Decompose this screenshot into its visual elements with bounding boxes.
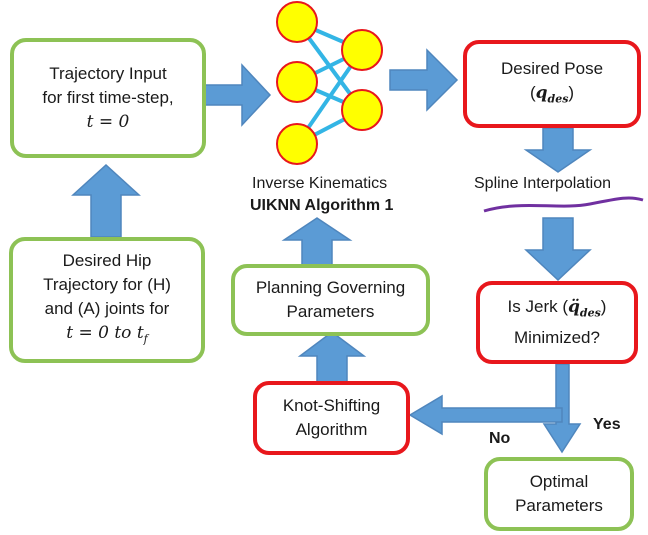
knot-shifting-line2: Algorithm xyxy=(295,420,368,439)
trajectory-input-line1: Trajectory Input xyxy=(49,64,167,83)
desired-hip-math: t = 0 to tf xyxy=(66,321,147,351)
nn-output-node-1 xyxy=(341,29,383,71)
desired-hip-box: Desired Hip Trajectory for (H) and (A) j… xyxy=(9,237,205,363)
jerk-math-sub: des xyxy=(579,306,601,320)
optimal-line1: Optimal xyxy=(529,472,589,491)
desired-hip-math-main: t = 0 to t xyxy=(66,322,144,343)
arrow-branch-to-knot xyxy=(408,394,563,436)
planning-parameters-box: Planning Governing Parameters xyxy=(231,264,430,336)
uiknn-algorithm-label: UIKNN Algorithm 1 xyxy=(250,197,394,214)
arrow-spline-to-jerk xyxy=(524,217,592,282)
planning-line2: Parameters xyxy=(286,302,375,321)
arrow-input-to-nn xyxy=(204,63,272,127)
arrow-planning-to-nn xyxy=(281,217,353,267)
desired-hip-line3: and (A) joints for xyxy=(44,298,170,318)
no-label: No xyxy=(489,430,511,447)
arrow-pose-to-spline xyxy=(523,127,593,173)
jerk-minimized-box: Is Jerk (q̈des) Minimized? xyxy=(476,281,638,364)
optimal-line2: Parameters xyxy=(515,496,603,515)
jerk-line1-post: ) xyxy=(600,297,607,317)
knot-shifting-line1: Knot-Shifting xyxy=(282,396,381,415)
jerk-line1: Is Jerk (q̈des) xyxy=(508,295,607,325)
optimal-parameters-box: Optimal Parameters xyxy=(484,457,634,531)
nn-input-node-1 xyxy=(276,1,318,43)
desired-pose-sub: des xyxy=(547,92,569,106)
desired-pose-box: Desired Pose (qdes) xyxy=(463,40,641,128)
arrow-nn-to-pose xyxy=(389,48,459,112)
arrow-hip-to-input xyxy=(71,163,141,238)
planning-line1: Planning Governing xyxy=(255,278,406,297)
nn-input-node-2 xyxy=(276,61,318,103)
trajectory-input-box: Trajectory Input for first time-step, t … xyxy=(10,38,206,158)
trajectory-input-math: t = 0 xyxy=(86,112,130,132)
nn-output-node-2 xyxy=(341,89,383,131)
jerk-line2: Minimized? xyxy=(514,327,600,347)
spline-interpolation-label: Spline Interpolation xyxy=(474,175,611,192)
knot-shifting-box: Knot-Shifting Algorithm xyxy=(253,381,410,455)
spline-curve xyxy=(483,196,644,213)
desired-hip-line2: Trajectory for (H) xyxy=(43,274,171,294)
nn-input-node-3 xyxy=(276,123,318,165)
desired-pose-line1: Desired Pose xyxy=(500,58,604,78)
desired-pose-math: (qdes) xyxy=(529,82,575,106)
trajectory-input-line2: for first time-step, xyxy=(42,88,174,107)
jerk-line1-pre: Is Jerk ( xyxy=(507,297,568,317)
desired-hip-line1: Desired Hip xyxy=(62,250,152,270)
jerk-math: q̈ xyxy=(568,297,580,318)
inverse-kinematics-label: Inverse Kinematics xyxy=(252,175,388,192)
desired-hip-math-sub: f xyxy=(143,332,148,346)
arrow-knot-to-planning xyxy=(297,331,367,384)
desired-pose-q: q xyxy=(535,82,548,103)
yes-label: Yes xyxy=(593,416,621,433)
neural-net-nodes xyxy=(276,1,383,165)
